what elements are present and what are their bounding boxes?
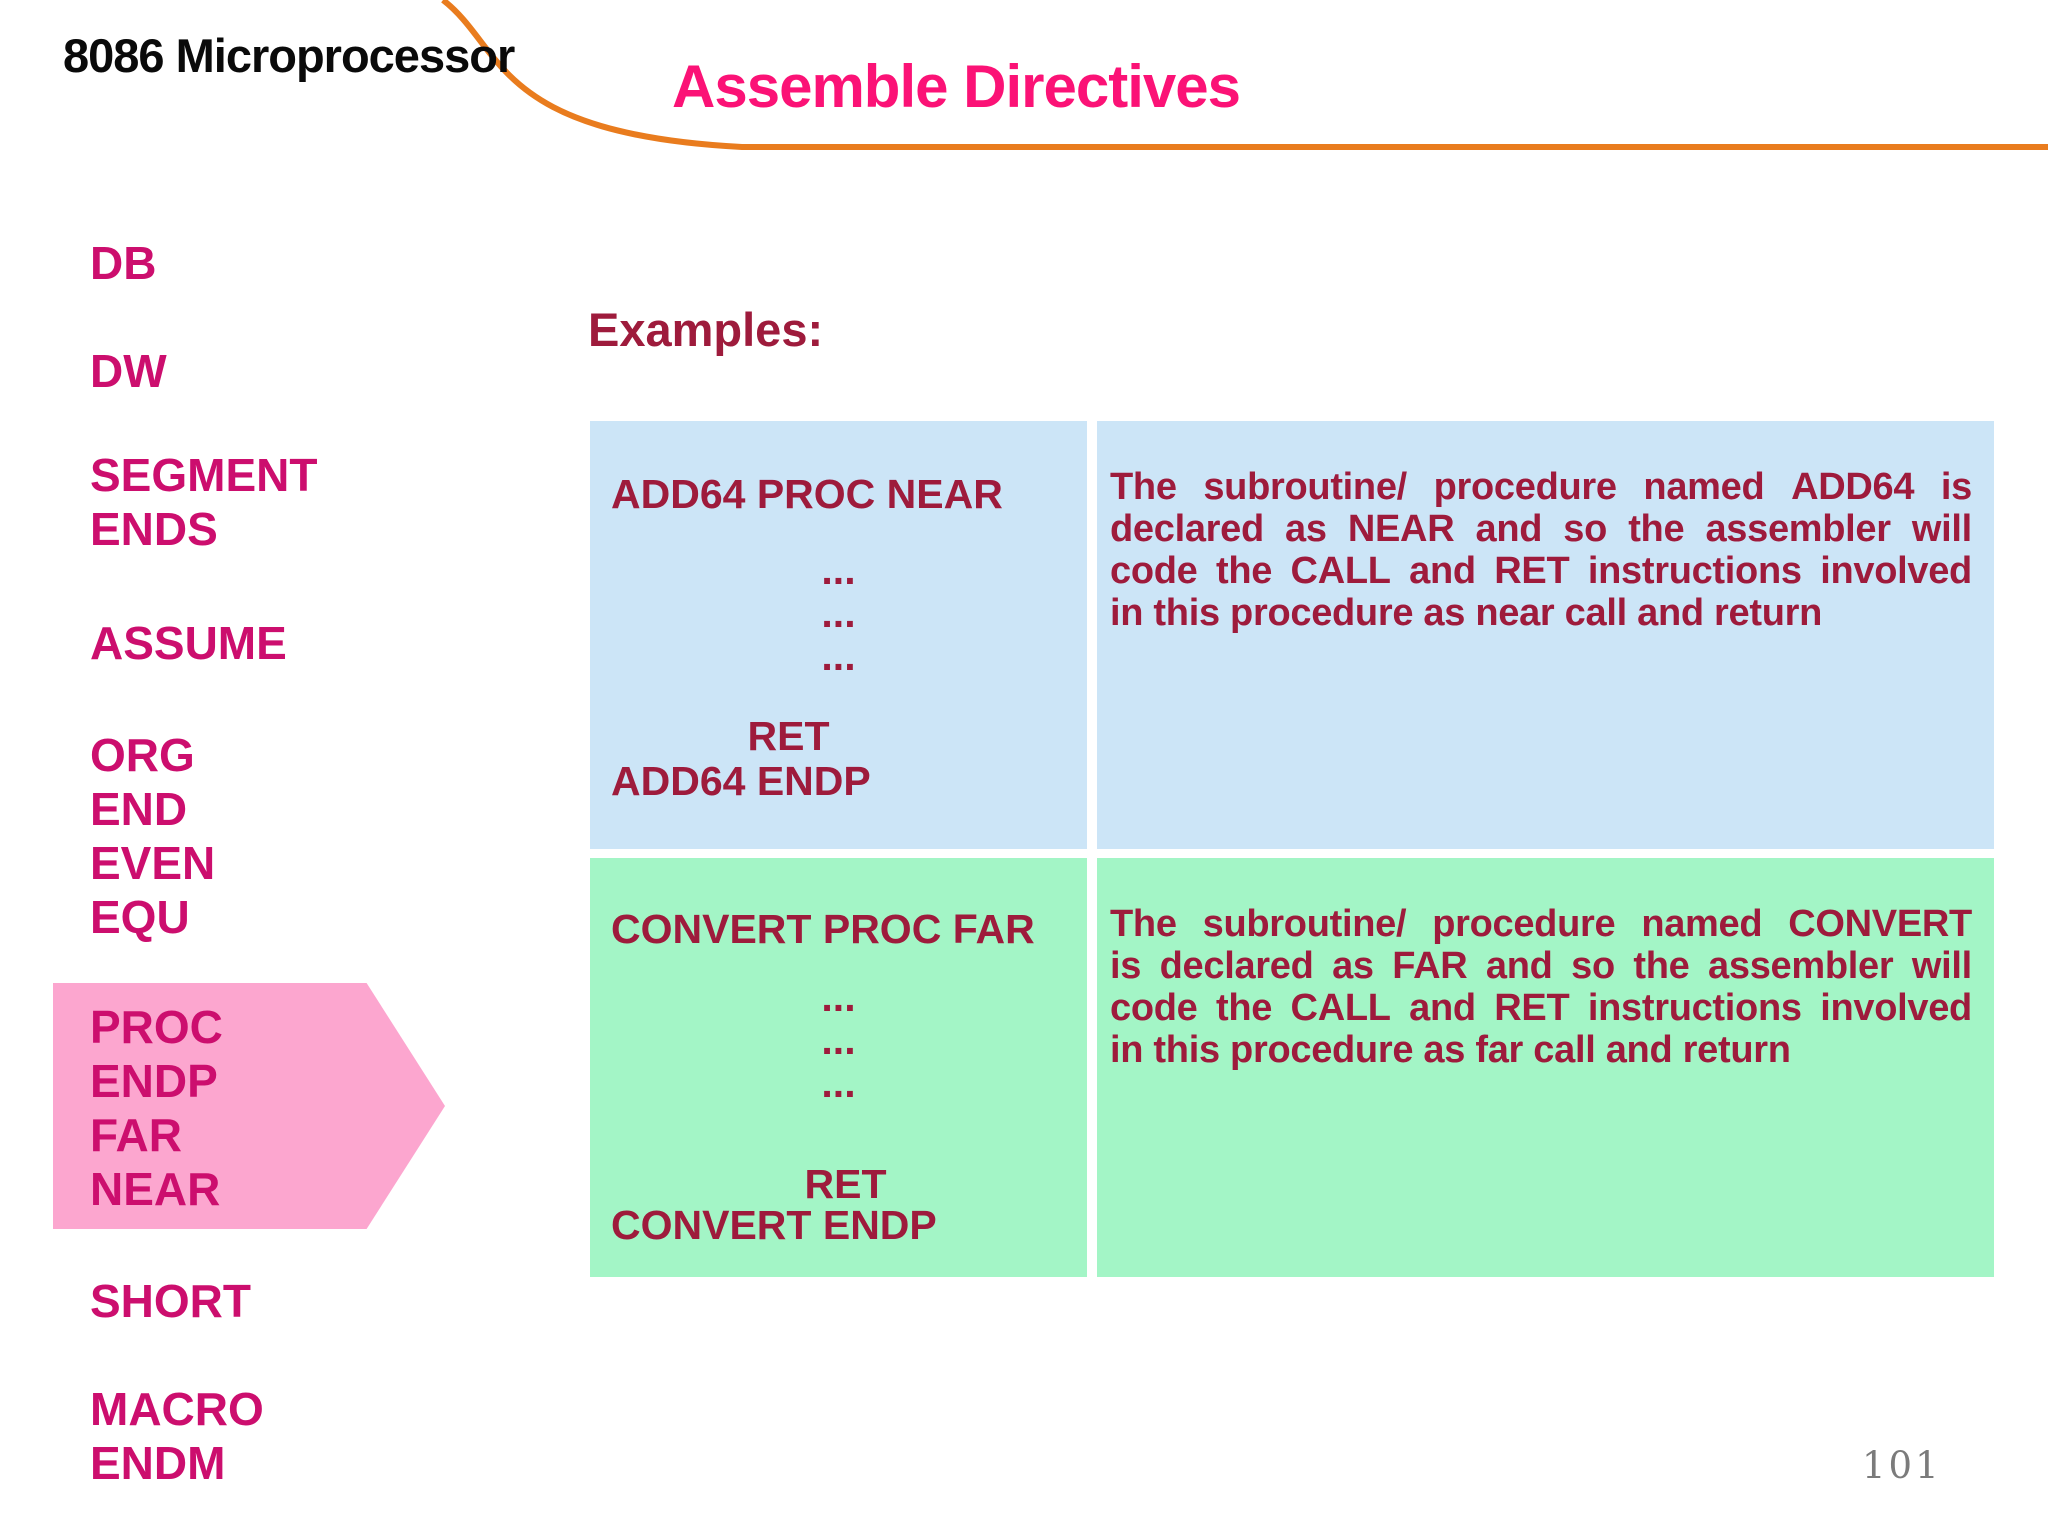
sidebar-item-near: NEAR [90, 1163, 221, 1215]
sidebar-group: DB [90, 236, 156, 290]
ellipsis-line: ... [821, 633, 856, 679]
sidebar-item-even: EVEN [90, 837, 216, 889]
description-line: in this procedure as near call and retur… [1110, 592, 1823, 634]
example-box-far: CONVERT PROC FAR ......... RET CONVERT E… [590, 858, 1994, 1277]
sidebar-item-endm: ENDM [90, 1437, 226, 1489]
sidebar-item-equ: EQU [90, 891, 190, 943]
sidebar-group: ASSUME [90, 616, 287, 670]
sidebar-group: SHORT [90, 1274, 251, 1328]
slide-header-label: 8086 Microprocessor [63, 29, 515, 82]
page-title: Assemble Directives [672, 53, 1241, 120]
code-ret-line: RET [804, 1161, 887, 1207]
sidebar-item-endp: ENDP [90, 1055, 218, 1107]
code-proc-declaration: CONVERT PROC FAR [611, 906, 1035, 952]
ellipsis-line: ... [821, 1060, 856, 1106]
sidebar-item-end: END [90, 783, 188, 835]
code-ellipsis-block: ......... [590, 976, 1087, 1105]
sidebar-group: DW [90, 344, 167, 398]
ellipsis-line: ... [821, 590, 856, 636]
ellipsis-line: ... [821, 974, 856, 1020]
sidebar-item-short: SHORT [90, 1275, 251, 1327]
sidebar-item-proc: PROC [90, 1001, 223, 1053]
sidebar-item-far: FAR [90, 1109, 182, 1161]
sidebar-item-ends: ENDS [90, 503, 218, 555]
code-proc-declaration: ADD64 PROC NEAR [611, 471, 1003, 517]
code-endp-line: ADD64 ENDP [611, 758, 871, 804]
sidebar-item-macro: MACRO [90, 1383, 264, 1435]
ellipsis-line: ... [821, 1017, 856, 1063]
code-ret-line: RET [747, 713, 830, 759]
sidebar-item-db: DB [90, 237, 157, 289]
description-line: in this procedure as far call and return [1110, 1029, 1791, 1071]
ellipsis-line: ... [821, 547, 856, 593]
example-box-near: ADD64 PROC NEAR ......... RET ADD64 ENDP… [590, 421, 1994, 849]
sidebar-item-dw: DW [90, 345, 167, 397]
sidebar-item-org: ORG [90, 729, 195, 781]
code-cell-far: CONVERT PROC FAR ......... RET CONVERT E… [590, 858, 1087, 1277]
sidebar-item-segment: SEGMENT [90, 449, 318, 501]
code-cell-near: ADD64 PROC NEAR ......... RET ADD64 ENDP [590, 421, 1087, 849]
code-ellipsis-block: ......... [590, 549, 1087, 678]
sidebar-item-assume: ASSUME [90, 617, 287, 669]
code-endp-line: CONVERT ENDP [611, 1202, 937, 1248]
page-number: 101 [1862, 1444, 1942, 1487]
examples-heading: Examples: [588, 303, 824, 356]
